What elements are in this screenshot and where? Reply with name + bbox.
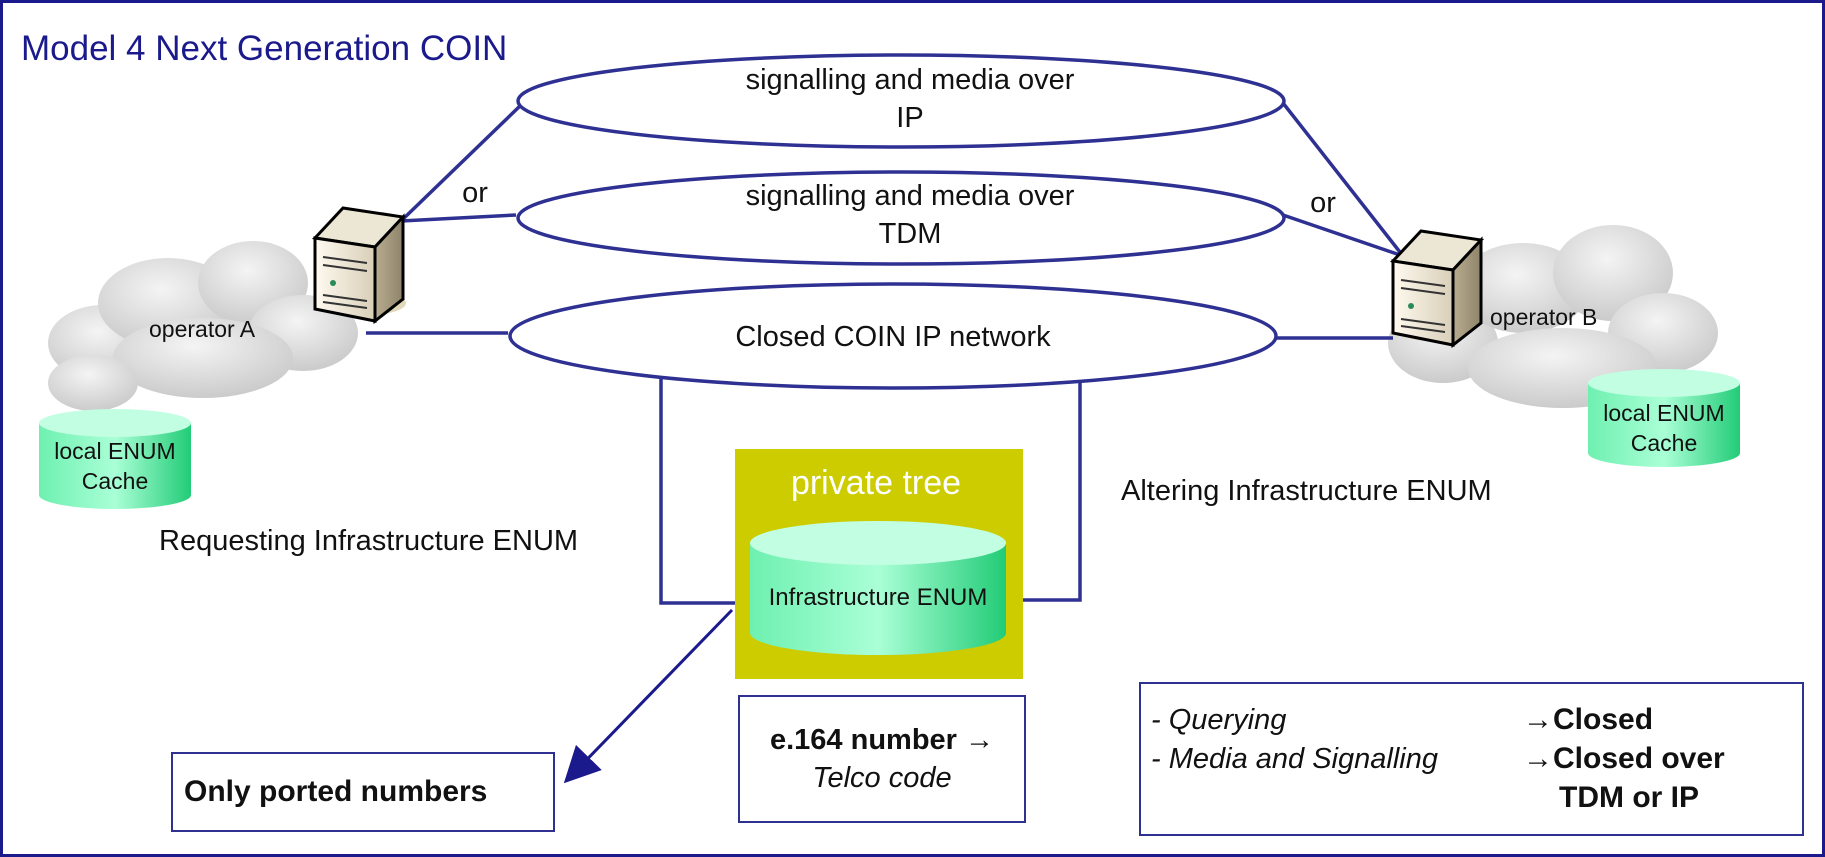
page-title: Model 4 Next Generation COIN: [21, 29, 507, 68]
e164-label: e.164 number →: [770, 724, 994, 756]
telco-code-label: Telco code: [812, 762, 951, 794]
legend-media-value-1: →Closed over: [1523, 742, 1725, 775]
cloud-left: [48, 241, 358, 411]
server-icon-operator-a: [311, 206, 407, 325]
ellipse-ip-label-2: IP: [896, 102, 923, 134]
ellipse-ip-label-1: signalling and media over: [746, 64, 1075, 96]
infrastructure-enum-label: Infrastructure ENUM: [769, 584, 988, 611]
ported-numbers-label: Only ported numbers: [184, 775, 487, 808]
arrow-to-ported: [563, 608, 734, 784]
ellipse-closed-label: Closed COIN IP network: [735, 321, 1051, 353]
cache-right-label-1: local ENUM: [1603, 400, 1724, 426]
ellipse-tdm: [516, 170, 1286, 266]
server-icon-operator-b: [1389, 229, 1485, 349]
or-label-right: or: [1310, 187, 1336, 219]
legend-media-value-2: TDM or IP: [1559, 781, 1699, 814]
cylinder-local-cache-left: [39, 409, 191, 509]
legend-box: [1139, 682, 1804, 836]
e164-box: [738, 695, 1026, 823]
operator-b-label: operator B: [1490, 304, 1597, 330]
cache-right-label-2: Cache: [1631, 430, 1697, 456]
ellipse-tdm-label-2: TDM: [879, 218, 942, 250]
cache-left-label-1: local ENUM: [54, 438, 175, 464]
cylinder-infrastructure-enum: [750, 521, 1006, 655]
or-label-left: or: [462, 177, 488, 209]
connection-lines: [366, 101, 1405, 605]
altering-label: Altering Infrastructure ENUM: [1121, 475, 1492, 507]
ellipse-ip: [516, 53, 1286, 149]
ported-numbers-box: [171, 752, 555, 832]
requesting-label: Requesting Infrastructure ENUM: [159, 525, 578, 557]
operator-a-label: operator A: [149, 316, 256, 342]
ellipse-closed-network: [508, 282, 1278, 390]
ellipse-tdm-label-1: signalling and media over: [746, 180, 1075, 212]
legend-querying-label: - Querying: [1151, 704, 1286, 736]
legend-querying-value: →Closed: [1523, 703, 1653, 736]
cylinder-local-cache-right: [1588, 369, 1740, 467]
private-tree-label: private tree: [791, 464, 961, 502]
cache-left-label-2: Cache: [82, 468, 148, 494]
diagram-svg: Model 4 Next Generation COIN signalling …: [21, 29, 1804, 836]
legend-media-label: - Media and Signalling: [1151, 743, 1438, 775]
